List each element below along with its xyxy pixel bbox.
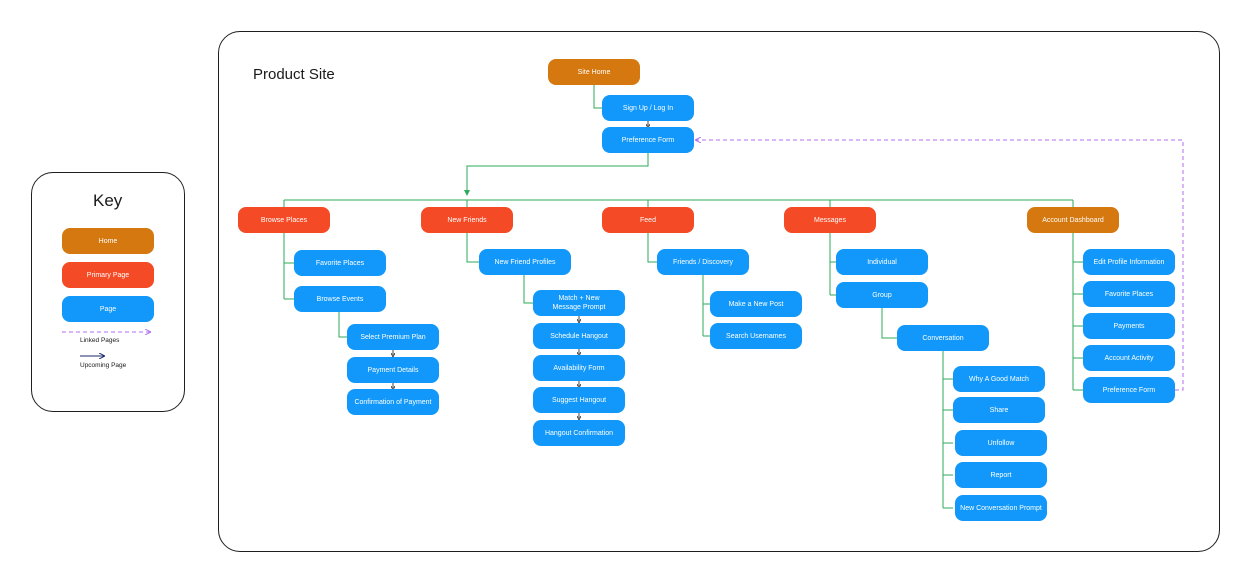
node-make-post: Make a New Post	[710, 291, 802, 317]
key-page-swatch: Page	[62, 296, 154, 322]
node-conversation: Conversation	[897, 325, 989, 351]
node-browse-events: Browse Events	[294, 286, 386, 312]
linked-pref-form-edge	[696, 140, 1184, 391]
node-edit-profile: Edit Profile Information	[1083, 249, 1175, 275]
edge-pref-bus	[464, 153, 649, 196]
node-friends-discovery: Friends / Discovery	[657, 249, 749, 275]
node-why-match: Why A Good Match	[953, 366, 1045, 392]
edge-browse-children	[283, 233, 294, 300]
node-hangout-confirm: Hangout Confirmation	[533, 420, 625, 446]
node-report: Report	[955, 462, 1047, 488]
edge-friends-profiles	[466, 233, 479, 263]
node-feed: Feed	[602, 207, 694, 233]
node-account-activity: Account Activity	[1083, 345, 1175, 371]
edge-messages-children	[829, 233, 836, 296]
node-new-friend-profiles: New Friend Profiles	[479, 249, 571, 275]
key-home-swatch: Home	[62, 228, 154, 254]
node-select-premium: Select Premium Plan	[347, 324, 439, 350]
node-suggest-hangout: Suggest Hangout	[533, 387, 625, 413]
node-acct-favorite-places: Favorite Places	[1083, 281, 1175, 307]
node-share: Share	[953, 397, 1045, 423]
node-messages: Messages	[784, 207, 876, 233]
node-site-home: Site Home	[548, 59, 640, 85]
key-upcoming-label: Upcoming Page	[80, 362, 127, 369]
edge-events-premium	[338, 312, 347, 338]
node-new-friends: New Friends	[421, 207, 513, 233]
node-availability-form: Availability Form	[533, 355, 625, 381]
node-schedule-hangout: Schedule Hangout	[533, 323, 625, 349]
node-account-dashboard: Account Dashboard	[1027, 207, 1119, 233]
node-match-prompt: Match + New Message Prompt	[533, 290, 625, 316]
edge-conversation-children	[942, 351, 953, 509]
edge-profiles-match	[523, 275, 533, 304]
site-title: Product Site	[253, 66, 335, 83]
node-new-convo-prompt: New Conversation Prompt	[955, 495, 1047, 521]
node-search-usernames: Search Usernames	[710, 323, 802, 349]
key-panel	[31, 172, 185, 412]
node-payments: Payments	[1083, 313, 1175, 339]
node-group: Group	[836, 282, 928, 308]
node-acct-pref-form: Preference Form	[1083, 377, 1175, 403]
node-favorite-places: Favorite Places	[294, 250, 386, 276]
node-pref-form: Preference Form	[602, 127, 694, 153]
key-linked-label: Linked Pages	[80, 337, 120, 344]
edge-discovery-children	[702, 275, 710, 337]
node-payment-details: Payment Details	[347, 357, 439, 383]
edge-feed-discovery	[647, 233, 657, 263]
node-confirm-payment: Confirmation of Payment	[347, 389, 439, 415]
key-title: Key	[93, 191, 123, 210]
edge-group-conversation	[881, 308, 897, 339]
key-primary-swatch: Primary Page	[62, 262, 154, 288]
edge-account-children	[1072, 233, 1083, 391]
node-individual: Individual	[836, 249, 928, 275]
edge-home-signup	[593, 84, 602, 109]
node-unfollow: Unfollow	[955, 430, 1047, 456]
node-browse-places: Browse Places	[238, 207, 330, 233]
node-signup: Sign Up / Log In	[602, 95, 694, 121]
